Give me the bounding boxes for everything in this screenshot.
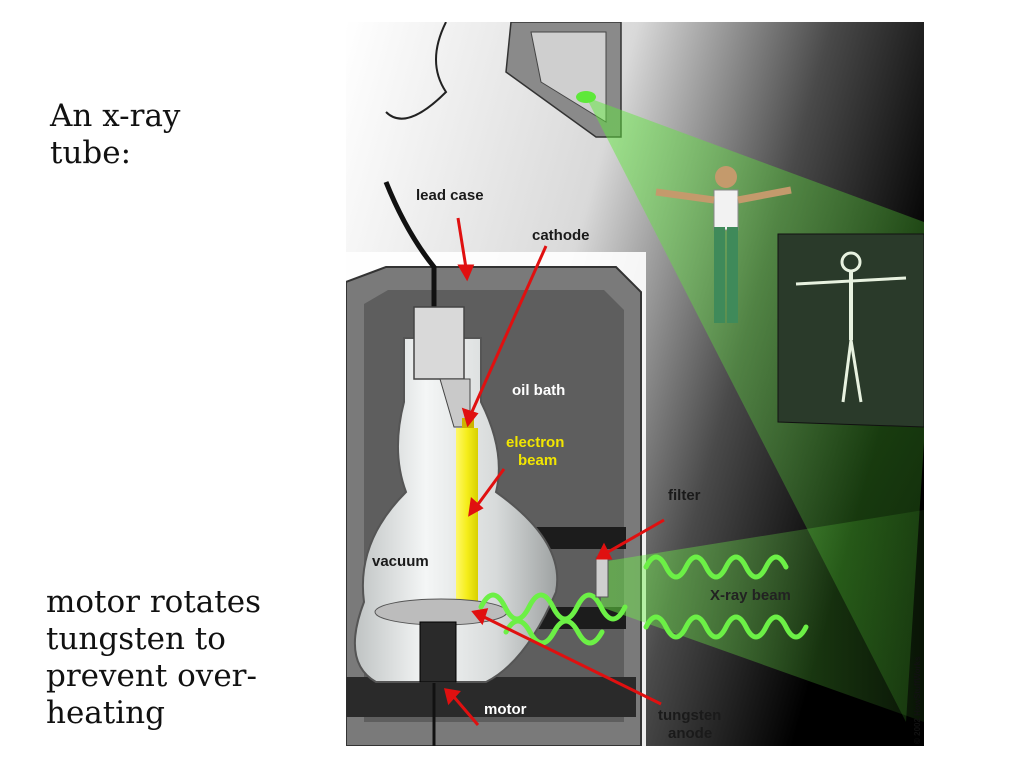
label-cathode: cathode xyxy=(532,227,590,244)
label-xray-beam: X-ray beam xyxy=(710,587,791,604)
tungsten-anode-disc xyxy=(374,598,508,626)
filter-element xyxy=(595,556,609,598)
electron-beam xyxy=(456,428,478,610)
label-tungsten-anode-line2: anode xyxy=(668,725,712,742)
label-motor: motor xyxy=(484,701,527,718)
patient-figure xyxy=(655,166,792,323)
slide-note: motor rotates tungsten to prevent over-h… xyxy=(46,584,261,731)
power-cable xyxy=(383,181,437,322)
label-filter: filter xyxy=(668,487,701,504)
pointer-arrows xyxy=(443,217,665,726)
label-electron-beam-line2: beam xyxy=(518,452,557,469)
label-electron-beam-line1: electron xyxy=(506,434,564,451)
cathode-assembly xyxy=(413,306,474,430)
motor-block xyxy=(419,621,457,683)
label-tungsten-anode-line1: tungsten xyxy=(658,707,721,724)
xray-beam-cone xyxy=(601,510,924,722)
xray-tube-illustration: lead case cathode oil bath electron beam… xyxy=(346,22,924,746)
label-lead-case: lead case xyxy=(416,187,484,204)
xray-waves xyxy=(478,554,809,646)
vacuum-glass-tube xyxy=(353,337,559,683)
copyright-notice: © 2002 HowStuffWorks xyxy=(913,656,922,744)
label-vacuum: vacuum xyxy=(372,553,429,570)
xray-screen xyxy=(777,233,924,428)
label-oil-bath: oil bath xyxy=(512,382,565,399)
slide-title: An x-ray tube: xyxy=(50,98,181,171)
